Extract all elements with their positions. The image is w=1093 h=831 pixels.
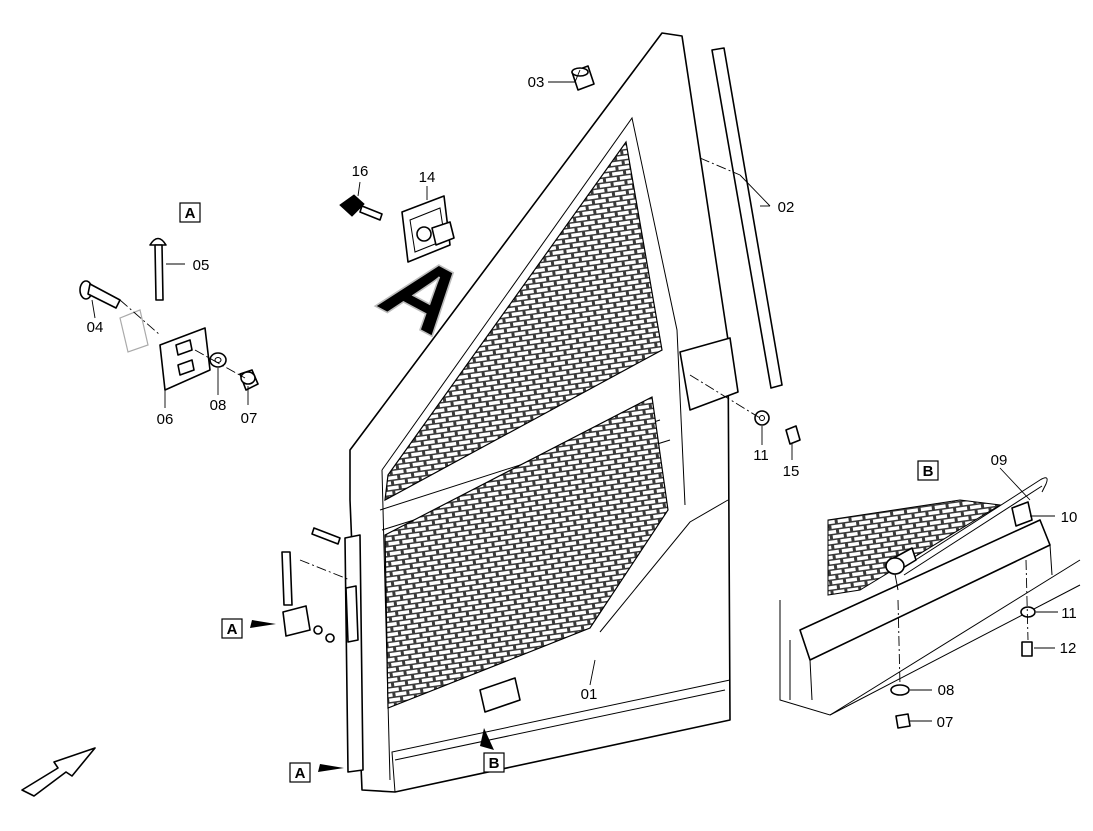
hinge-strip-lower — [345, 585, 359, 643]
svg-text:B: B — [489, 755, 500, 772]
callout-07-a: 07 — [241, 410, 258, 427]
washer-11 — [754, 410, 770, 426]
callout-05: 05 — [193, 257, 210, 274]
svg-text:A: A — [227, 621, 238, 638]
direction-arrow — [21, 747, 96, 797]
callout-08-b: 08 — [938, 682, 955, 699]
detail-b-view — [779, 477, 1081, 729]
callout-02: 02 — [778, 199, 795, 216]
key-part — [339, 194, 383, 221]
frame-hinge — [281, 527, 341, 643]
seal-strip — [711, 47, 783, 389]
callout-11-b: 11 — [1061, 605, 1077, 622]
ref-arrow-b — [480, 728, 494, 750]
leader-lines — [91, 69, 1058, 722]
cap-top — [571, 67, 589, 77]
assembly-line — [119, 299, 161, 336]
detail-a-hinge-parts — [79, 237, 259, 391]
detail-a-box: A — [179, 202, 201, 223]
callout-01: 01 — [581, 686, 598, 703]
upper-mesh-panel — [384, 140, 663, 502]
callout-06: 06 — [157, 411, 174, 428]
assembly-line — [299, 559, 351, 581]
svg-text:B: B — [923, 463, 934, 480]
callout-07-b: 07 — [937, 714, 954, 731]
nut-15 — [785, 425, 801, 445]
callout-08-a: 08 — [210, 397, 227, 414]
svg-text:A: A — [185, 205, 196, 222]
callout-11-a: 11 — [753, 447, 769, 464]
callout-16: 16 — [352, 163, 369, 180]
assembly-line — [689, 374, 761, 419]
callout-12: 12 — [1060, 640, 1077, 657]
svg-text:A: A — [295, 765, 306, 782]
lock-assembly — [401, 195, 455, 263]
assembly-line — [194, 349, 246, 379]
callout-04: 04 — [87, 319, 104, 336]
ref-a-upper-box: A — [221, 618, 243, 639]
latch-plate — [679, 337, 739, 411]
assembly-line — [699, 157, 741, 176]
ref-arrow-a-upper — [250, 620, 276, 628]
lower-mesh-panel — [384, 396, 669, 709]
callout-09: 09 — [991, 452, 1008, 469]
ref-b-box: B — [483, 752, 505, 773]
callout-03: 03 — [528, 74, 545, 91]
callout-14: 14 — [419, 169, 436, 186]
ref-arrow-a-lower — [318, 764, 344, 772]
callout-10: 10 — [1061, 509, 1078, 526]
detail-b-box: B — [917, 460, 939, 481]
ref-a-lower-box: A — [289, 762, 311, 783]
callout-15: 15 — [783, 463, 800, 480]
hinge-strip — [344, 534, 364, 773]
